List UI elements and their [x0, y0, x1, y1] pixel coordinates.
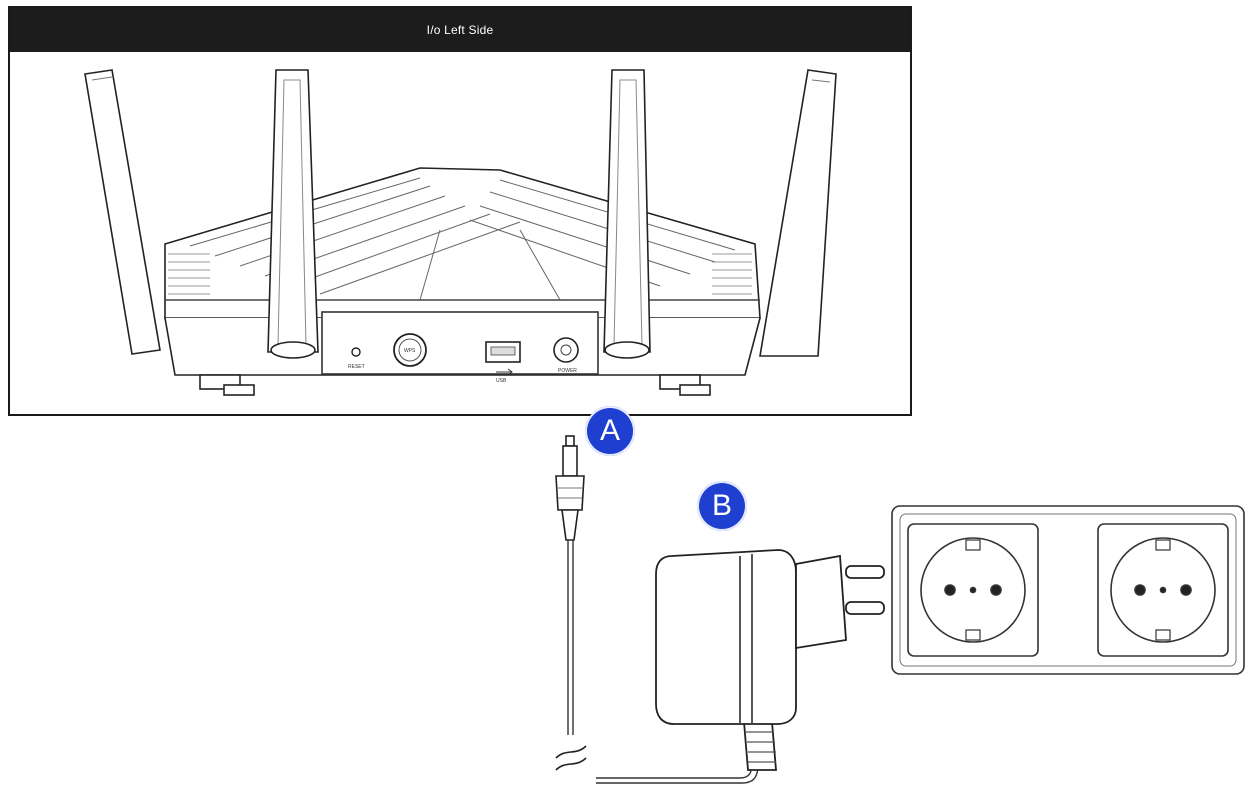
panel-title: I/o Left Side — [426, 23, 494, 37]
router-icon — [164, 167, 761, 396]
wall-socket-icon — [891, 505, 1245, 675]
usb-port-icon — [485, 341, 521, 376]
wps-label: WPS — [404, 348, 416, 354]
antenna-icon — [84, 69, 837, 359]
power-jack-icon — [553, 337, 579, 363]
reset-label: RESET — [348, 364, 365, 370]
dc-plug-icon — [555, 435, 585, 541]
callout-a-badge: A — [585, 406, 635, 456]
callout-b-badge: B — [697, 481, 747, 531]
adapter-cable-icon — [596, 745, 759, 784]
power-label: POWER — [558, 368, 577, 374]
cable-break-icon — [555, 745, 587, 771]
panel-title-bar: I/o Left Side — [10, 8, 910, 52]
power-adapter-icon — [655, 549, 885, 771]
usb-label: USB — [496, 378, 507, 384]
reset-button-icon — [351, 347, 361, 357]
cable-icon — [567, 540, 574, 735]
